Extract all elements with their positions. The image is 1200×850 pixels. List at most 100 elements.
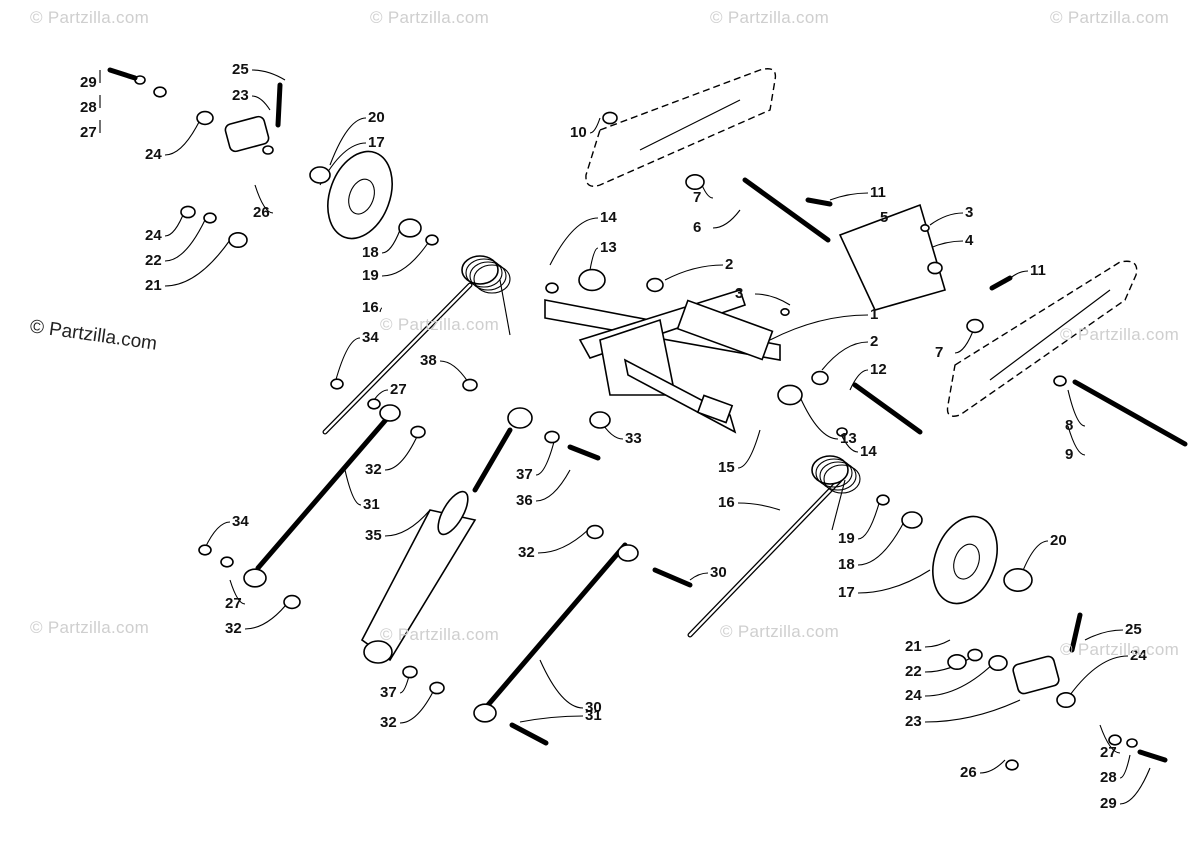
- callout-25: 25: [232, 61, 249, 78]
- watermark-bottom-1: © Partzilla.com: [30, 618, 150, 637]
- watermark-top-2: © Partzilla.com: [370, 8, 490, 27]
- callout-23: 23: [905, 713, 922, 730]
- hardware-part: [410, 425, 426, 439]
- callout-24: 24: [905, 687, 922, 704]
- watermark-bottom-4: © Partzilla.com: [1060, 640, 1180, 659]
- callout-13: 13: [600, 239, 617, 256]
- callout-18: 18: [838, 556, 855, 573]
- callout-13: 13: [840, 430, 857, 447]
- upper-slide-rail: [585, 68, 777, 187]
- leader-line: [821, 341, 869, 371]
- watermark-mid-2: © Partzilla.com: [1060, 325, 1180, 344]
- callout-17: 17: [368, 134, 385, 151]
- leader-line: [737, 502, 781, 511]
- callout-24: 24: [145, 146, 162, 163]
- hardware-part: [1003, 567, 1033, 592]
- link-blocks: [224, 115, 1060, 695]
- leader-line: [1067, 389, 1086, 427]
- watermark-bottom-2: © Partzilla.com: [380, 625, 500, 644]
- leader-line: [1099, 724, 1121, 754]
- callout-2: 2: [870, 333, 879, 350]
- hardware-part: [262, 145, 274, 155]
- shafts: [255, 177, 1188, 708]
- hardware-part: [780, 307, 790, 316]
- callout-27: 27: [225, 595, 242, 612]
- callout-15: 15: [718, 459, 735, 476]
- hardware-part: [578, 268, 606, 292]
- hardware-part: [1126, 738, 1138, 748]
- hardware-part: [586, 524, 604, 540]
- leader-line: [929, 212, 964, 226]
- callout-22: 22: [905, 663, 922, 680]
- bolts: [107, 67, 1168, 763]
- hardware: [134, 75, 1138, 771]
- leader-lines: [99, 69, 1151, 805]
- callout-1: 1: [870, 306, 879, 323]
- hardware-part: [309, 166, 331, 184]
- hardware-part: [425, 234, 439, 246]
- leader-line: [929, 240, 964, 249]
- hardware-part: [545, 282, 559, 294]
- watermark-mid-1: © Partzilla.com: [380, 315, 500, 334]
- hardware-part: [462, 378, 478, 392]
- hardware-part: [966, 318, 984, 334]
- leader-line: [924, 639, 951, 648]
- callout-7: 7: [693, 189, 702, 206]
- leader-line: [712, 209, 741, 229]
- callout-19: 19: [838, 530, 855, 547]
- leader-line: [164, 239, 231, 287]
- leader-line: [384, 509, 431, 537]
- leader-line: [329, 117, 367, 166]
- leader-line: [537, 529, 589, 554]
- leader-line: [399, 687, 436, 724]
- callout-2: 2: [725, 256, 734, 273]
- leader-line: [164, 119, 201, 156]
- leader-line: [251, 69, 286, 81]
- callout-33: 33: [625, 430, 642, 447]
- leader-line: [589, 117, 601, 134]
- leader-line: [244, 599, 291, 630]
- callout-30: 30: [585, 699, 602, 716]
- leader-line: [381, 229, 401, 254]
- leader-line: [229, 579, 246, 605]
- callout-4: 4: [965, 232, 974, 249]
- leader-line: [535, 437, 556, 476]
- hardware-part: [988, 654, 1008, 671]
- callout-3: 3: [965, 204, 974, 221]
- callout-14: 14: [860, 443, 877, 460]
- hardware-part: [1005, 759, 1019, 771]
- callout-20: 20: [368, 109, 385, 126]
- watermark-top-4: © Partzilla.com: [1050, 8, 1170, 27]
- hardware-part: [379, 404, 401, 422]
- hardware-part: [402, 665, 418, 679]
- callout-30: 30: [710, 564, 727, 581]
- leader-line: [535, 469, 571, 502]
- hardware-part: [927, 261, 943, 275]
- leader-line: [1119, 767, 1151, 805]
- hardware-part: [220, 556, 234, 568]
- callout-27: 27: [80, 124, 97, 141]
- leader-line: [334, 337, 361, 384]
- hardware-part: [153, 86, 167, 98]
- callout-27: 27: [390, 381, 407, 398]
- leader-line: [849, 369, 869, 391]
- hardware-part: [1056, 691, 1076, 708]
- hardware-part: [228, 232, 248, 249]
- leader-line: [344, 469, 362, 506]
- callout-28: 28: [1100, 769, 1117, 786]
- hardware-part: [1053, 375, 1067, 387]
- hardware-part: [947, 653, 967, 670]
- callout-37: 37: [380, 684, 397, 701]
- watermark-top-1: © Partzilla.com: [30, 8, 150, 27]
- callout-6: 6: [693, 219, 702, 236]
- hardware-part: [589, 411, 611, 429]
- hardware-part: [811, 370, 829, 386]
- hardware-part: [836, 427, 848, 437]
- callout-9: 9: [1065, 446, 1074, 463]
- callout-18: 18: [362, 244, 379, 261]
- leader-line: [979, 759, 1006, 774]
- leader-line: [1069, 655, 1129, 696]
- watermark-bottom-3: © Partzilla.com: [720, 622, 840, 641]
- callout-11: 11: [1030, 262, 1046, 279]
- callout-16: 16: [362, 299, 379, 316]
